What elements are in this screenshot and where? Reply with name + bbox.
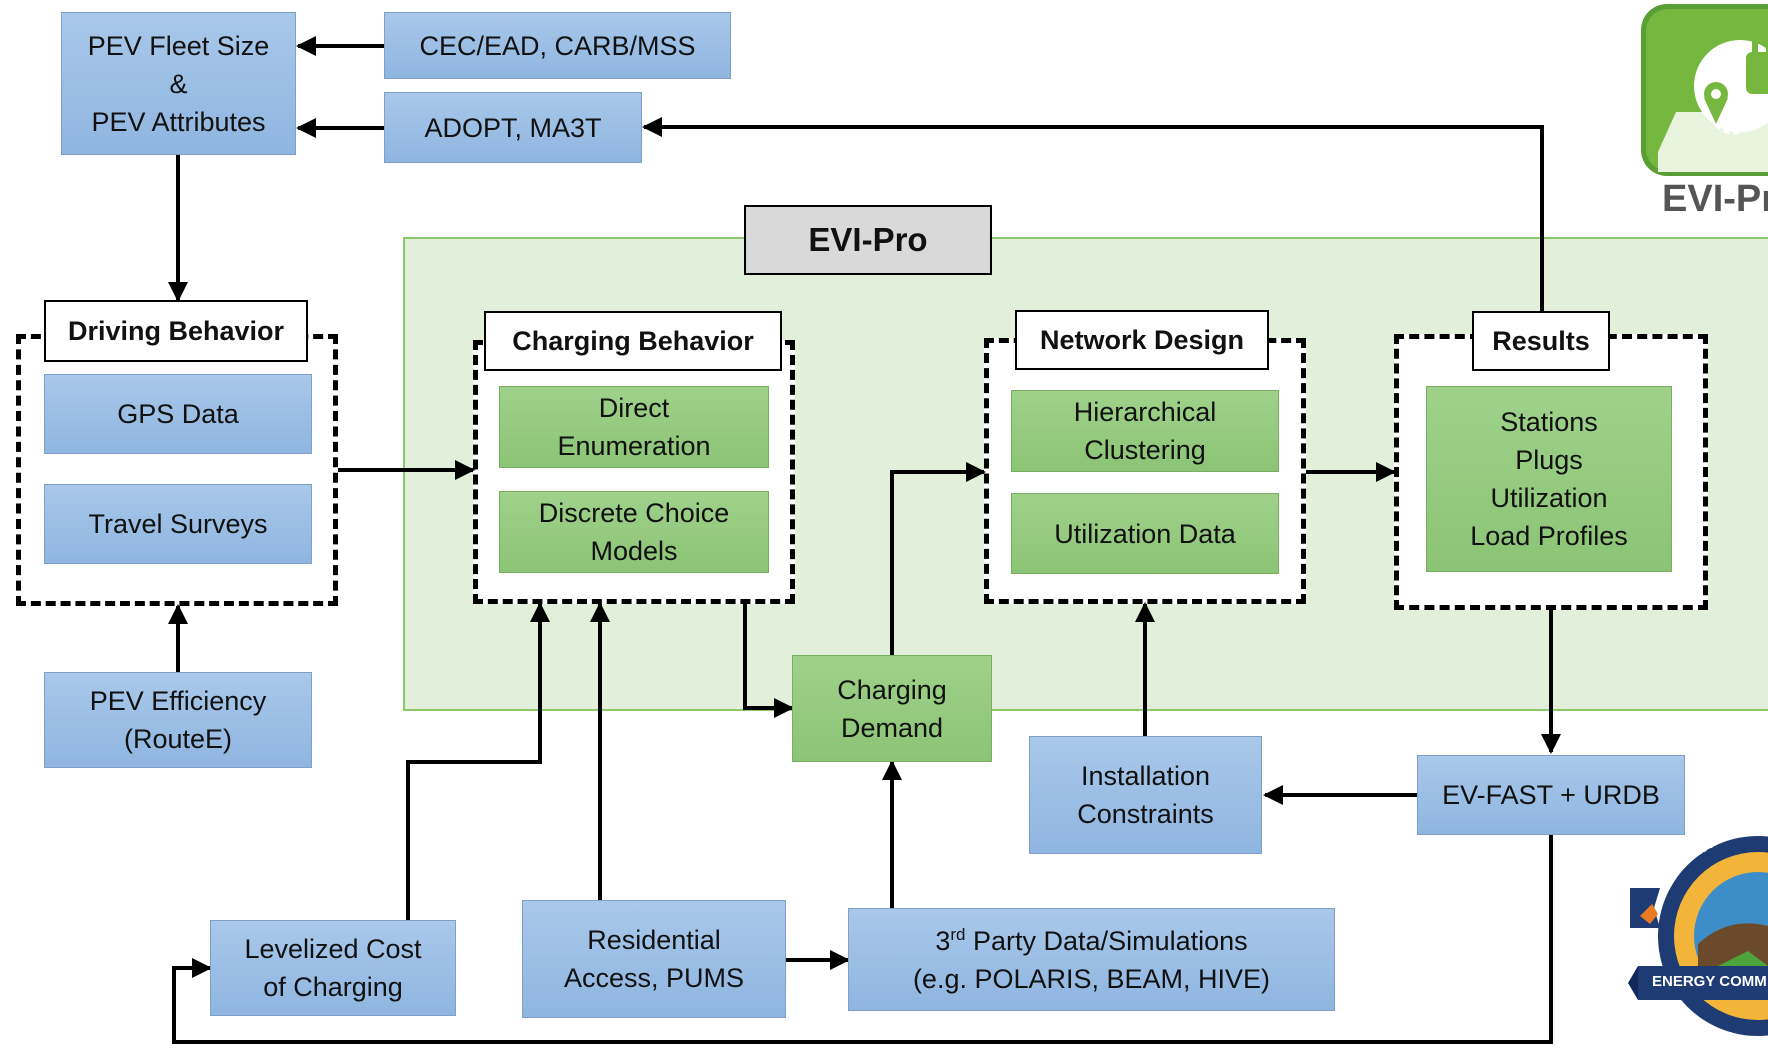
network-design-header: Network Design — [1015, 310, 1269, 370]
arrow-demand-to-network — [890, 462, 986, 655]
pev-efficiency-box: PEV Efficiency (RouteE) — [44, 672, 312, 768]
evi-pro-title: EVI-Pro — [744, 205, 992, 275]
third-party-data-box: 3rd Party Data/Simulations (e.g. POLARIS… — [848, 908, 1335, 1011]
state-seal-icon: STATE OF CAL ENERGY COMM — [1628, 816, 1768, 1036]
levelized-cost-box: Levelized Cost of Charging — [210, 920, 456, 1016]
ev-fast-urdb-box: EV-FAST + URDB — [1417, 755, 1685, 835]
direct-enumeration-box: Direct Enumeration — [499, 386, 769, 468]
charging-demand-box: Charging Demand — [792, 655, 992, 762]
cec-carb-box: CEC/EAD, CARB/MSS — [384, 12, 731, 79]
results-list-box: Stations Plugs Utilization Load Profiles — [1426, 386, 1672, 572]
gps-data-box: GPS Data — [44, 374, 312, 454]
adopt-ma3t-box: ADOPT, MA3T — [384, 92, 642, 163]
evi-pro-logo-icon: EVI-Pr — [1636, 2, 1768, 222]
hierarchical-clustering-box: Hierarchical Clustering — [1011, 390, 1279, 472]
arrow-charging-to-demand — [743, 604, 794, 718]
results-header: Results — [1472, 311, 1610, 371]
discrete-choice-box: Discrete Choice Models — [499, 491, 769, 573]
residential-access-box: Residential Access, PUMS — [522, 900, 786, 1018]
driving-behavior-header: Driving Behavior — [44, 300, 308, 362]
arrow-evfast-to-levelized — [172, 835, 1553, 1044]
arrow-results-to-adopt — [642, 117, 1544, 336]
seal-banner-text: ENERGY COMM — [1652, 973, 1767, 990]
travel-surveys-box: Travel Surveys — [44, 484, 312, 564]
pev-fleet-size-box: PEV Fleet Size & PEV Attributes — [61, 12, 296, 155]
installation-constraints-box: Installation Constraints — [1029, 736, 1262, 854]
evi-pro-logo-text: EVI-Pr — [1662, 178, 1768, 220]
arrow-levelized-to-charging — [406, 602, 550, 920]
utilization-data-box: Utilization Data — [1011, 493, 1279, 574]
charging-behavior-header: Charging Behavior — [484, 311, 782, 371]
